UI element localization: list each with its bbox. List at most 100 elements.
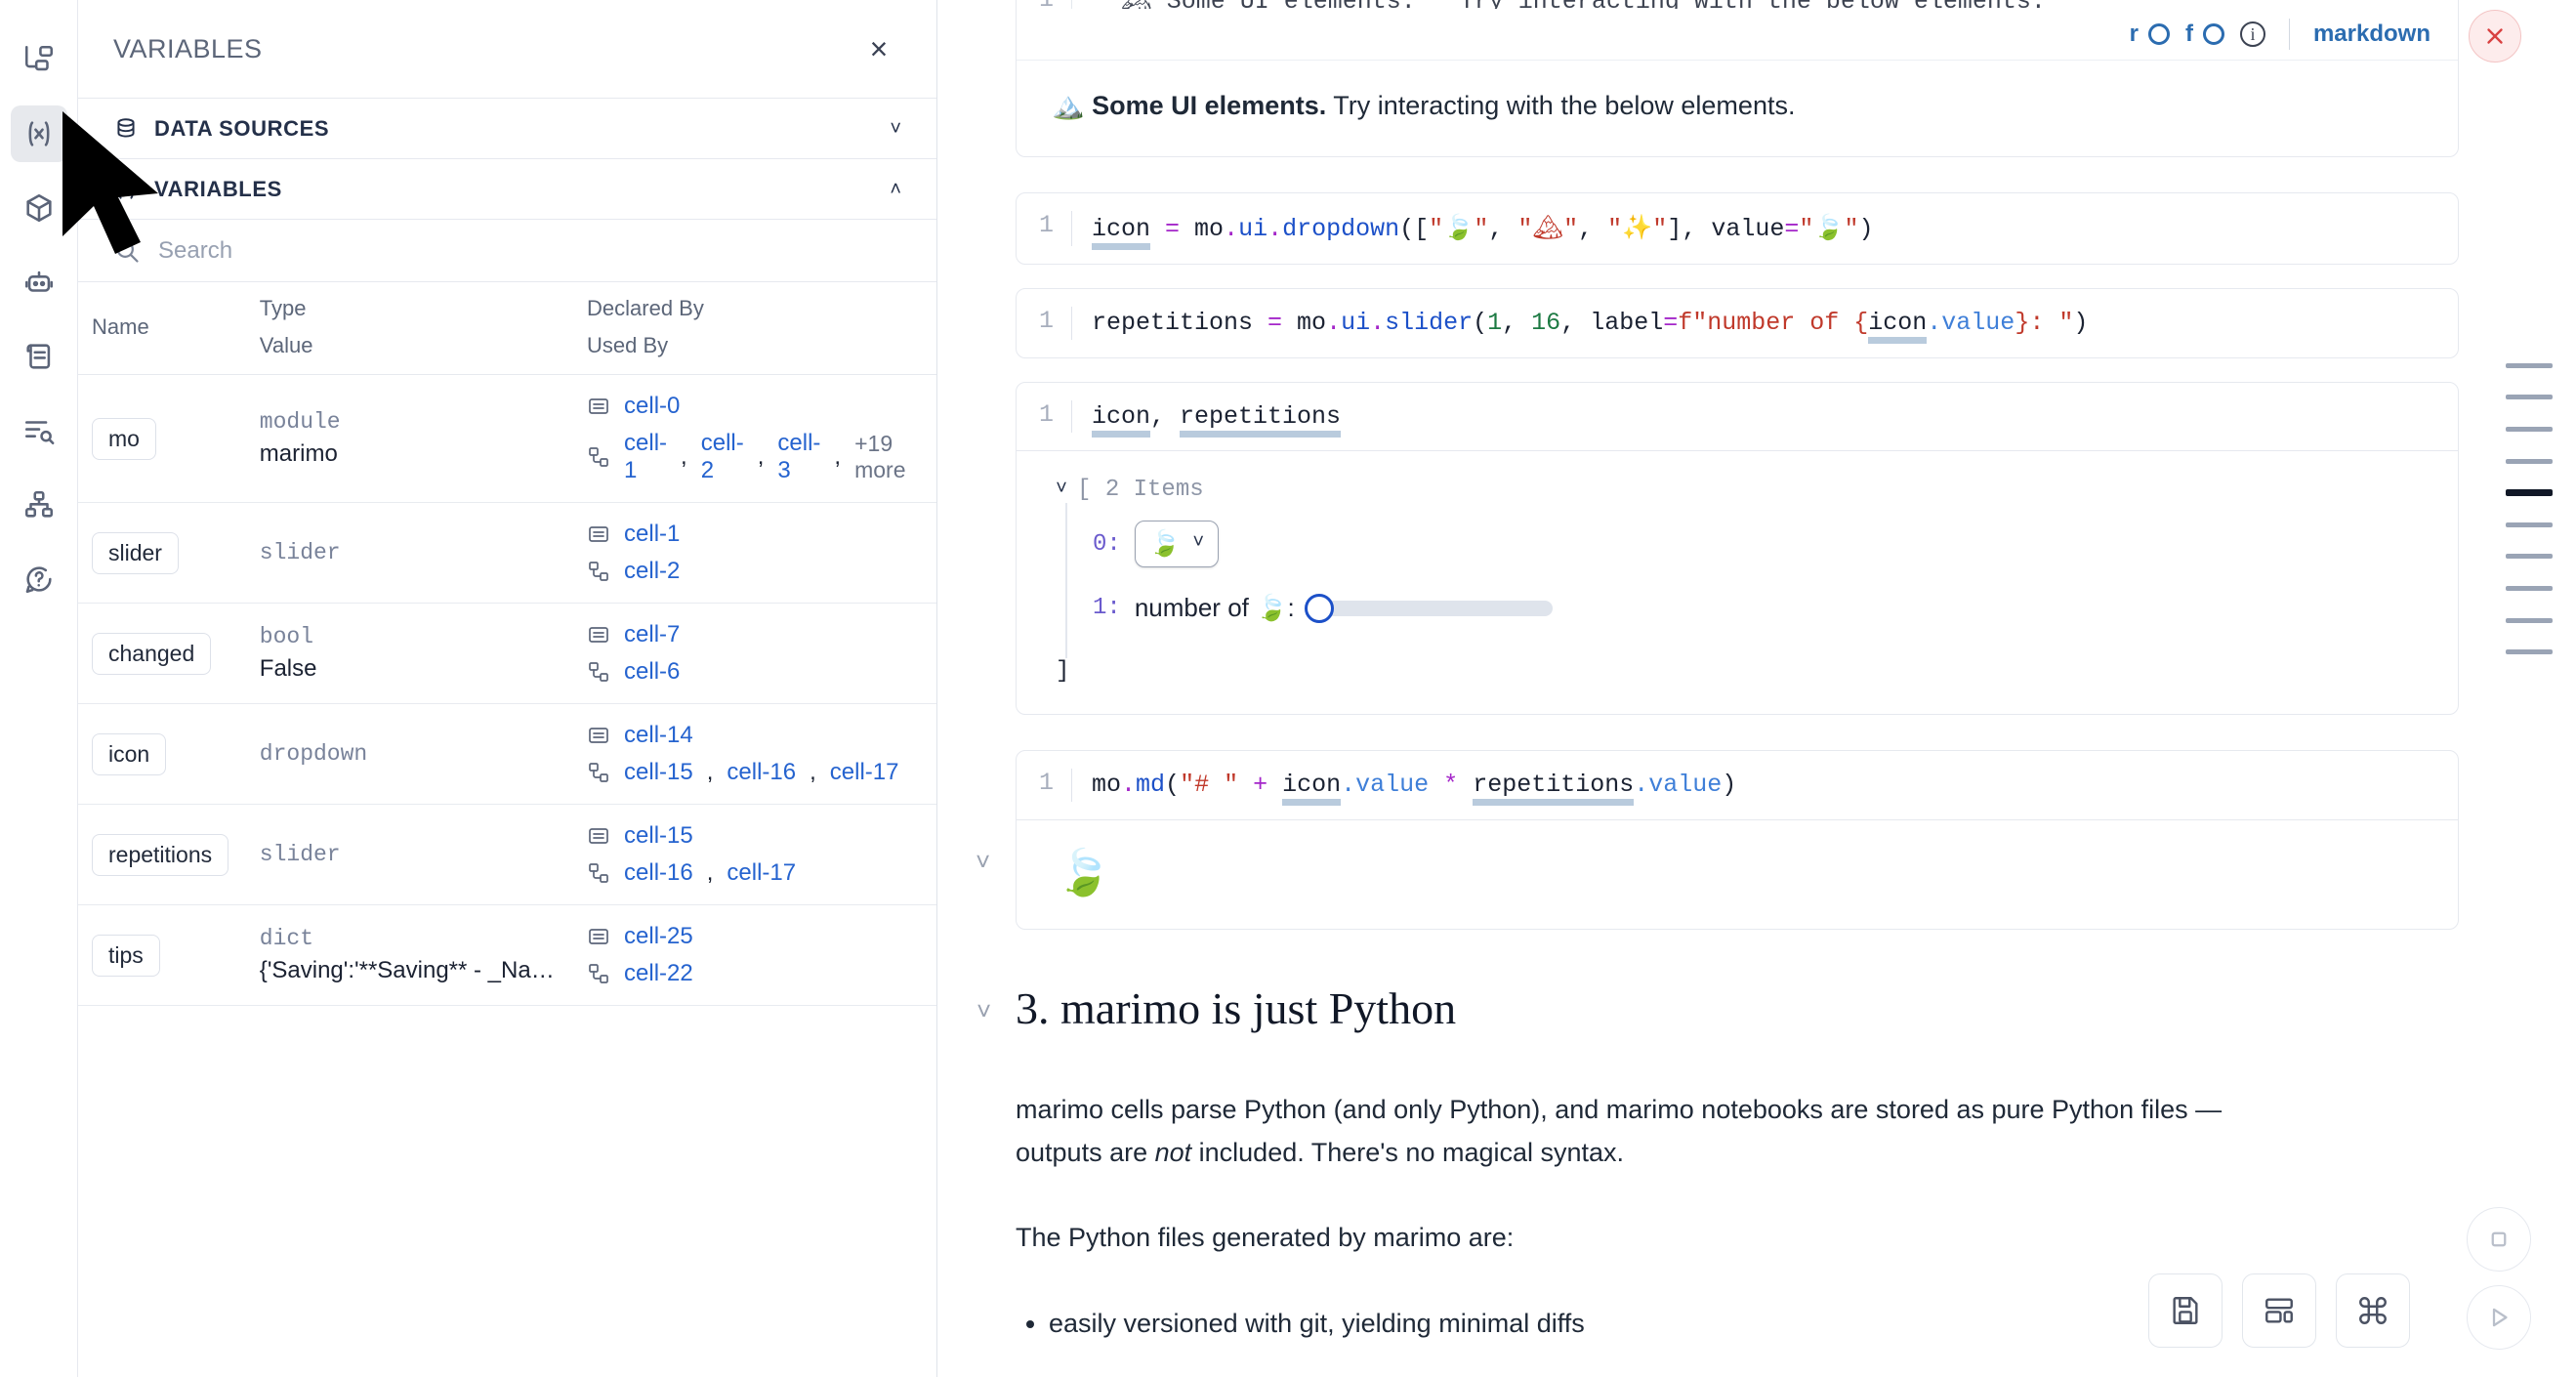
table-row[interactable]: mo module marimo cell-0 cell-1, [78,374,936,503]
close-cell-icon[interactable] [2469,10,2521,63]
save-button[interactable] [2148,1273,2223,1348]
variable-name-chip[interactable]: tips [92,934,160,977]
cell-link[interactable]: cell-3 [777,430,821,483]
minimap-mark[interactable] [2506,459,2553,464]
cell-code-text[interactable]: icon, repetitions [1071,399,2458,438]
cell-code-text[interactable]: mo.md("# " + icon.value * repetitions.va… [1071,769,2458,807]
variable-name-chip[interactable]: icon [92,732,167,775]
stop-button[interactable] [2467,1207,2531,1272]
minimap-scrollbar[interactable] [2498,0,2576,1377]
cell-link[interactable]: cell-17 [727,859,797,886]
more-cells-label[interactable]: +19 more [854,431,906,482]
minimap-mark[interactable] [2506,586,2553,591]
cell-declared-icon [587,395,610,418]
cell-link[interactable]: cell-22 [624,960,693,986]
cell-link[interactable]: cell-2 [700,430,744,483]
cell-link[interactable]: cell-14 [624,722,693,748]
toolbar-f-label: f [2184,21,2193,47]
variable-type: slider [259,540,341,565]
cell-link[interactable]: cell-16 [727,759,797,785]
cell-link[interactable]: cell-1 [624,430,668,483]
dependency-graph-icon[interactable] [11,477,67,533]
chevron-down-icon[interactable]: ˅ [890,117,901,140]
variable-value: False [259,655,317,682]
cell-repetitions-slider[interactable]: 1 repetitions = mo.ui.slider(1, 16, labe… [1016,287,2459,358]
cell-link[interactable]: cell-1 [624,521,681,547]
cell-link[interactable]: cell-0 [624,393,681,419]
section-data-sources[interactable]: DATA SOURCES ˅ [78,98,936,158]
search-input[interactable] [158,236,901,265]
minimap-mark[interactable] [2506,618,2553,623]
cell-link[interactable]: cell-2 [624,558,681,584]
package-cube-icon[interactable] [11,180,67,236]
panel-title: VARIABLES [113,33,263,63]
cell-link[interactable]: cell-17 [829,759,899,785]
outline-search-icon[interactable] [11,402,67,459]
used-by: cell-1, cell-2, cell-3, +19 more [587,430,927,484]
chevron-down-icon[interactable]: ˅ [1056,478,1068,501]
leaf-emoji-output: 🍃 [1056,846,1112,898]
cell-link[interactable]: cell-15 [624,759,693,785]
slider-control[interactable] [1304,593,1553,623]
help-chat-icon[interactable] [11,551,67,607]
cell-used-icon [587,861,610,885]
cell-icon-dropdown[interactable]: 1 icon = mo.ui.dropdown(["🍃", "🏔", "✨"],… [1016,192,2459,265]
mountain-emoji: 🏔️ [1052,91,1085,121]
variable-name-chip[interactable]: slider [92,531,179,574]
r-ring-icon[interactable] [2147,23,2170,45]
cell-link[interactable]: cell-7 [624,621,681,647]
variable-name-chip[interactable]: mo [92,417,156,460]
run-button[interactable] [2467,1285,2531,1350]
cell-link[interactable]: cell-16 [624,859,693,886]
minimap-mark[interactable] [2506,363,2553,368]
cell-code-text[interactable]: icon = mo.ui.dropdown(["🍃", "🏔", "✨"], v… [1071,211,2458,250]
cell-link[interactable]: cell-25 [624,923,693,949]
cell-display-tuple[interactable]: 1 icon, repetitions ˅ [ 2 Items 0: [1016,381,2459,716]
variable-name-chip[interactable]: changed [92,632,212,675]
scroll-document-icon[interactable] [11,328,67,385]
section-marimo-is-just-python: ˅ 3. marimo is just Python marimo cells … [937,953,2576,1345]
variables-icon[interactable] [10,105,67,162]
dropdown-control[interactable]: 🍃 ˅ [1134,521,1220,568]
list-viewer-close-bracket: ] [1056,658,1070,686]
file-tree-icon[interactable] [11,31,67,88]
chevron-down-icon[interactable]: ˅ [1192,532,1205,556]
cell-markdown-ui-elements[interactable]: 1 ""🏔 Some UI elements."" Try interactin… [1016,0,2459,157]
f-ring-icon[interactable] [2202,23,2224,45]
toolbar-r-toggle[interactable]: r [2130,21,2170,48]
section-variables[interactable]: VARIABLES ˄ [78,158,936,219]
minimap-mark[interactable] [2506,554,2553,559]
command-palette-button[interactable] [2336,1273,2410,1348]
robot-icon[interactable] [11,254,67,311]
toolbar-f-toggle[interactable]: f [2185,21,2224,48]
close-icon[interactable]: × [869,31,889,66]
table-row[interactable]: icon dropdown cell-14 cell-15, cell-16, [78,703,936,805]
minimap-mark-current[interactable] [2506,489,2553,496]
slider-label: number of 🍃: [1134,593,1295,623]
layout-button[interactable] [2242,1273,2316,1348]
variable-name-chip[interactable]: repetitions [92,833,229,876]
chevron-down-icon[interactable]: ˅ [976,996,992,1025]
cell-declared-icon [587,522,610,546]
chevron-up-icon[interactable]: ˄ [890,178,901,200]
cell-language-label[interactable]: markdown [2312,21,2431,47]
cell-link[interactable]: cell-6 [624,658,681,685]
minimap-mark[interactable] [2506,522,2553,527]
cell-link[interactable]: cell-15 [624,822,693,849]
info-icon[interactable]: i [2239,21,2265,47]
table-row[interactable]: tips dict {'Saving':'**Saving** - _Na… c… [78,904,936,1006]
cell-markdown-render[interactable]: ˅ 1 mo.md("# " + icon.value * repetition… [976,750,2459,930]
cell-used-icon [587,962,610,985]
minimap-mark[interactable] [2506,427,2553,432]
page-title: 3. marimo is just Python [1016,983,1457,1033]
minimap-mark[interactable] [2506,649,2553,654]
search-row [78,219,936,281]
slider-knob[interactable] [1304,593,1334,623]
minimap-mark[interactable] [2506,395,2553,399]
list-viewer-header[interactable]: ˅ [ 2 Items [1056,477,2419,503]
table-row[interactable]: repetitions slider cell-15 cell-16, cell… [78,804,936,905]
table-row[interactable]: changed bool False cell-7 cell-6 [78,603,936,704]
table-row[interactable]: slider slider cell-1 cell-2 [78,502,936,604]
cell-code-text[interactable]: repetitions = mo.ui.slider(1, 16, label=… [1071,306,2458,344]
chevron-down-icon[interactable]: ˅ [976,847,991,877]
